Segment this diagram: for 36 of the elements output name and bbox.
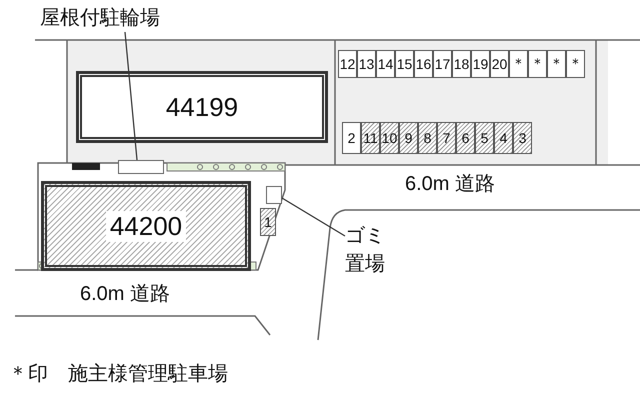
parking-space: 8 bbox=[418, 122, 437, 154]
parking-space: 1 bbox=[260, 208, 276, 236]
parking-space: 10 bbox=[380, 122, 399, 154]
parking-space: 2 bbox=[342, 122, 361, 154]
parking-space: 7 bbox=[437, 122, 456, 154]
callout-label: 屋根付駐輪場 bbox=[40, 4, 220, 34]
parking-space: 17 bbox=[433, 50, 452, 78]
parking-space: ＊ bbox=[547, 50, 566, 78]
callout-label: ゴミ置場 bbox=[345, 222, 391, 282]
parking-space: 9 bbox=[399, 122, 418, 154]
building-block bbox=[77, 72, 327, 142]
parking-space: 15 bbox=[395, 50, 414, 78]
parking-space: 11 bbox=[361, 122, 380, 154]
road-label: 6.0m 道路 bbox=[80, 282, 170, 307]
parking-space: 13 bbox=[357, 50, 376, 78]
parking-space: 12 bbox=[338, 50, 357, 78]
parking-space: 6 bbox=[456, 122, 475, 154]
parking-space: ＊ bbox=[528, 50, 547, 78]
parking-space: 4 bbox=[494, 122, 513, 154]
parking-space: ＊ bbox=[566, 50, 585, 78]
parking-space: 16 bbox=[414, 50, 433, 78]
building-block bbox=[42, 182, 250, 270]
parking-space: 20 bbox=[490, 50, 509, 78]
parking-space: 18 bbox=[452, 50, 471, 78]
building-number: 44200 bbox=[106, 210, 186, 242]
parking-space: 19 bbox=[471, 50, 490, 78]
note-text: ＊印 施主様管理駐車場 bbox=[8, 362, 228, 387]
parking-space: 5 bbox=[475, 122, 494, 154]
parking-space: 14 bbox=[376, 50, 395, 78]
bicycle-shelter bbox=[118, 160, 164, 174]
leader-line bbox=[282, 197, 346, 237]
waste-area bbox=[266, 186, 282, 204]
road-label: 6.0m 道路 bbox=[405, 172, 496, 197]
parking-space: ＊ bbox=[509, 50, 528, 78]
parking-space: 3 bbox=[513, 122, 532, 154]
leader-line bbox=[124, 32, 138, 160]
